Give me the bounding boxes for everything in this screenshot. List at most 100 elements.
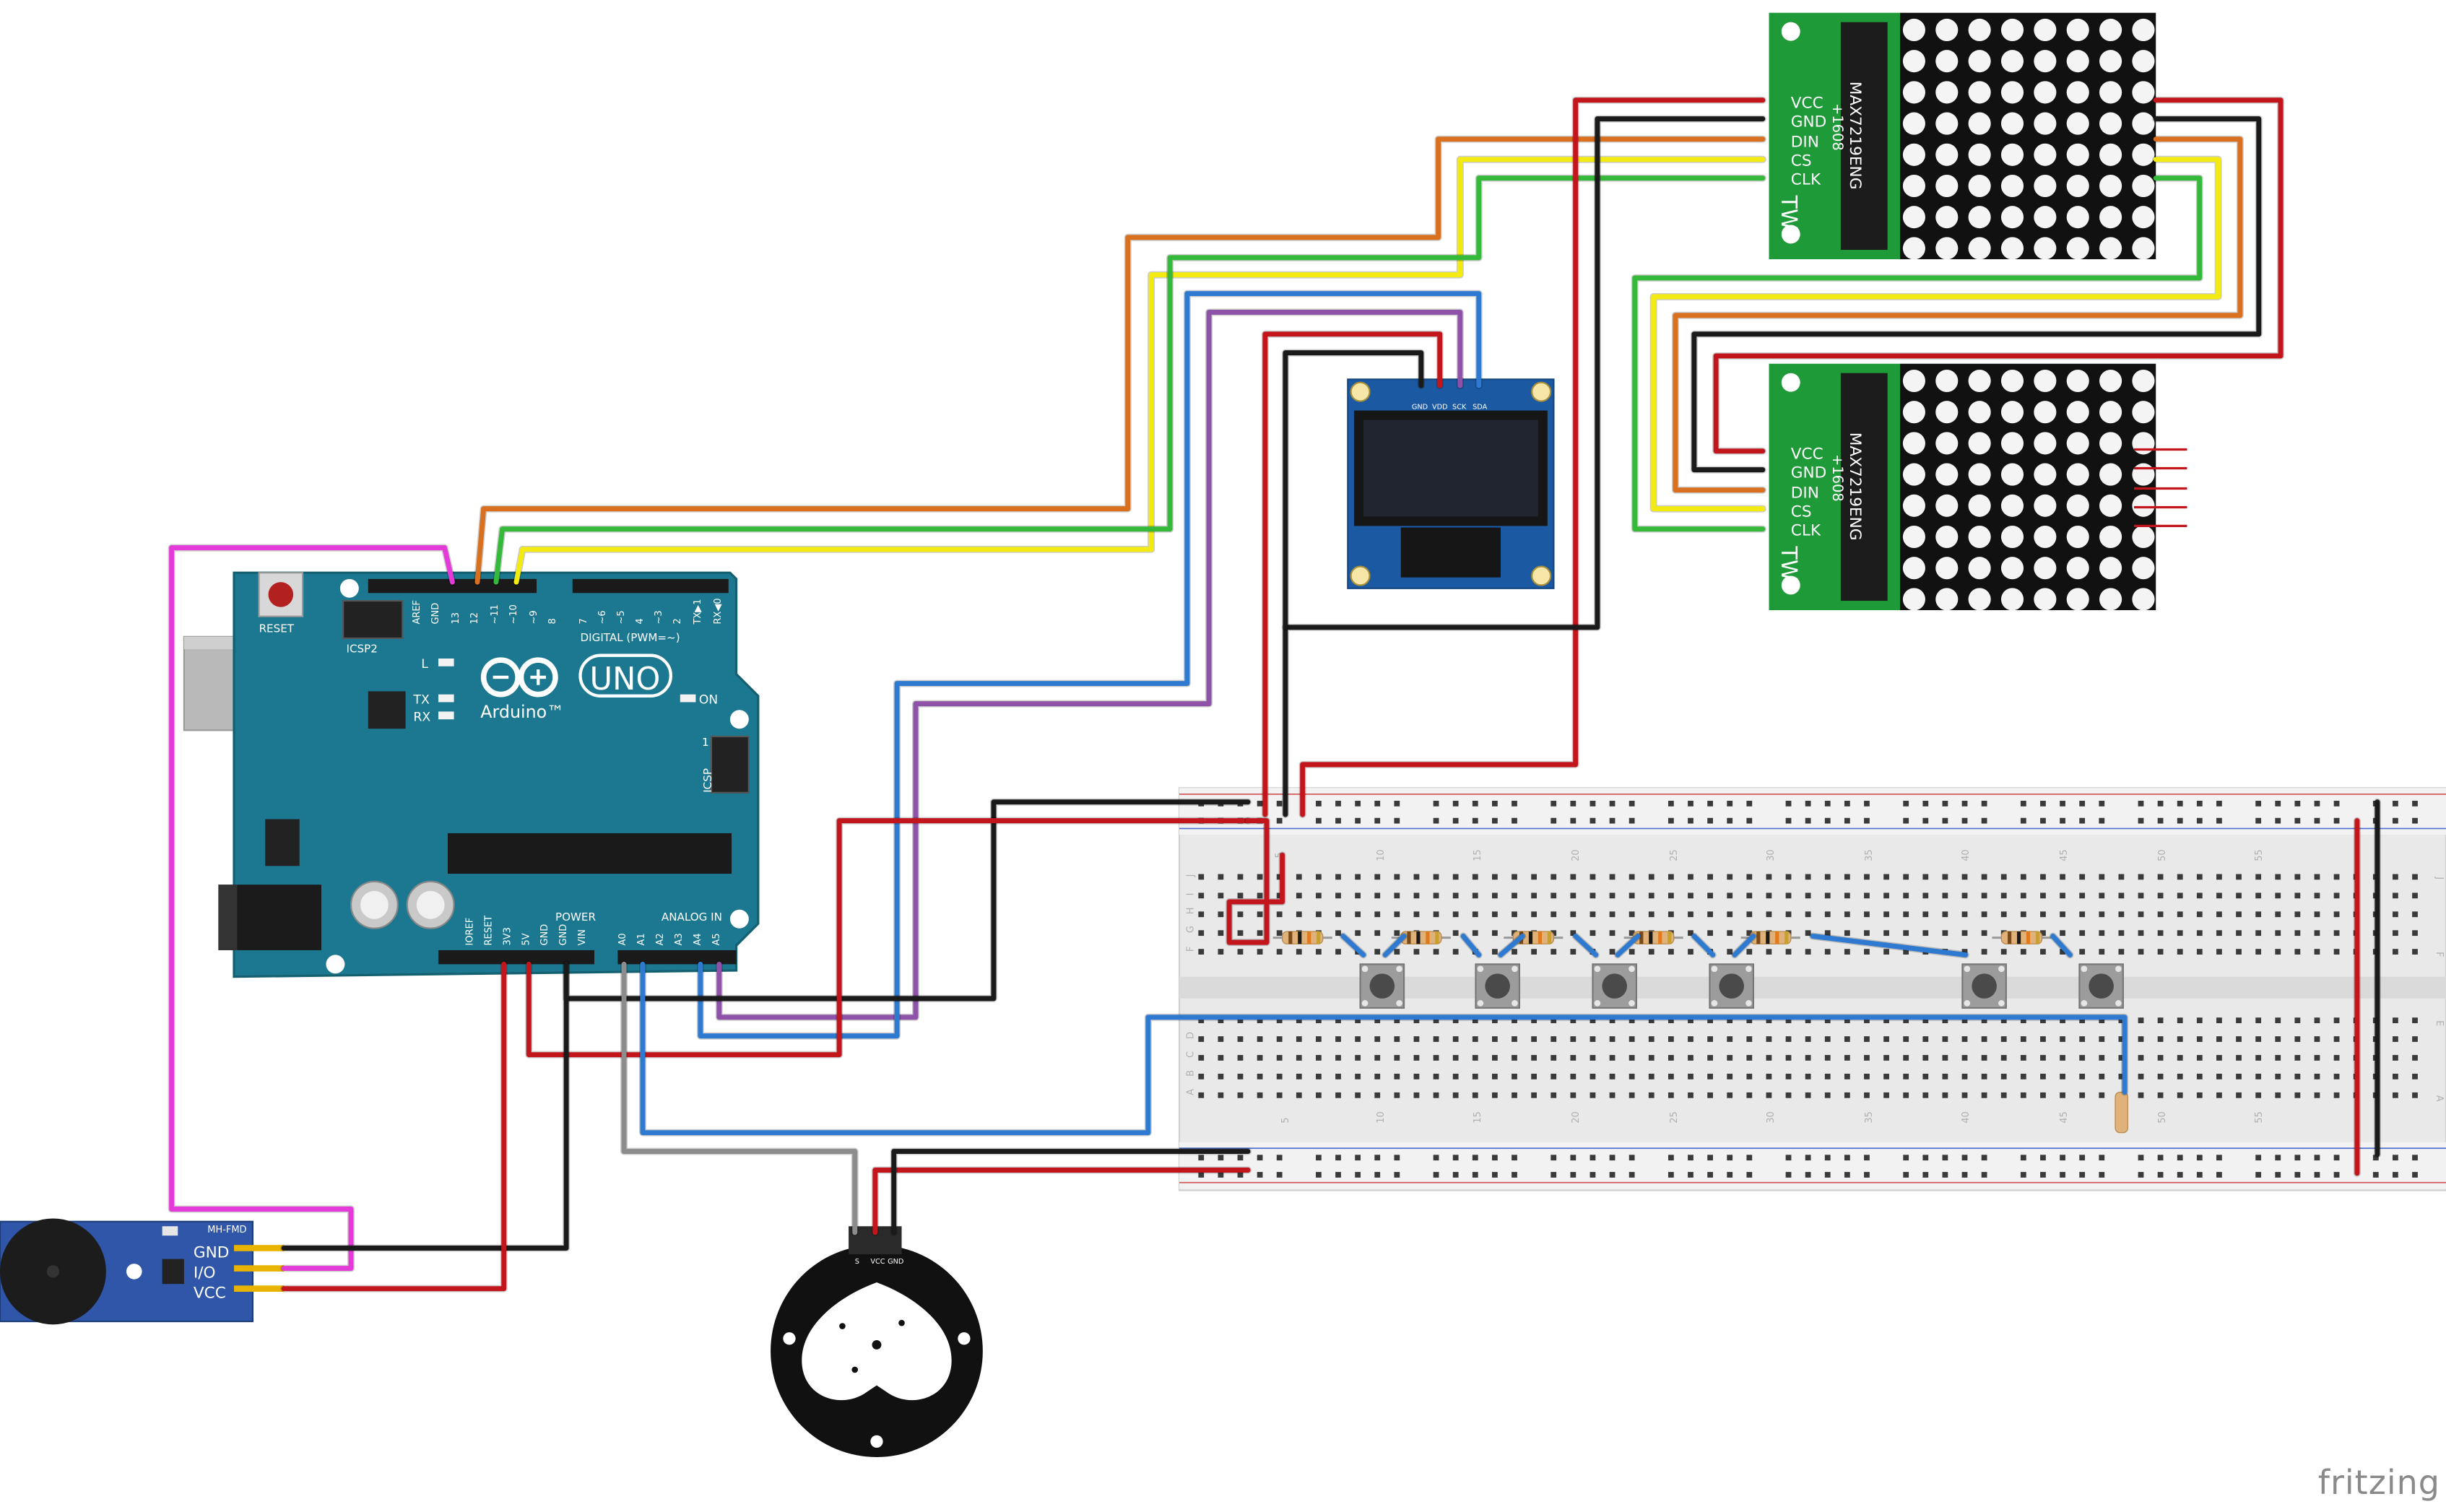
breadboard-hole [2196,1092,2203,1098]
breadboard-hole [1609,949,1616,955]
pin-label: A2 [655,933,666,945]
breadboard-hole [2333,930,2340,937]
wires [168,96,2381,1292]
breadboard-hole [1335,800,1341,807]
breadboard-hole [1961,949,1968,955]
reset-label: RESET [259,622,295,635]
analog-label: ANALOG IN [662,911,722,924]
breadboard-hole [2333,1055,2340,1061]
breadboard-hole [1492,817,1498,824]
breadboard-hole [1609,1017,1616,1024]
led-dot [2099,18,2122,42]
breadboard-hole [2020,1055,2026,1061]
breadboard-hole [1648,911,1654,918]
led-dot [2132,494,2155,517]
breadboard-hole [1237,1172,1244,1178]
breadboard-hole [1374,1017,1381,1024]
breadboard-hole [1472,800,1478,807]
breadboard-hole [1452,1055,1459,1061]
led-dot [2132,81,2155,104]
pin-label: RESET [483,916,494,946]
wire-button-jumper [1615,934,1641,957]
led-dot [1935,588,1959,611]
breadboard-hole [2412,911,2418,918]
pin-label: ~5 [616,610,627,624]
breadboard-hole [2314,874,2320,880]
pin-label: ~10 [508,604,519,624]
led-dot [1968,494,1991,517]
breadboard-hole [1433,1074,1439,1079]
reset-button[interactable] [258,572,304,617]
breadboard-hole [1551,874,1557,880]
breadboard-hole [2157,1172,2164,1178]
led-dot [2000,463,2024,486]
breadboard-hole [1727,949,1733,955]
breadboard-hole [2020,1172,2026,1178]
breadboard-hole [1903,874,1909,880]
breadboard-hole [1355,800,1361,807]
breadboard-hole [2040,1036,2046,1042]
bb-row-letter: G [1185,926,1196,933]
breadboard-hole [1237,1092,1244,1098]
breadboard-hole [1512,1092,1517,1098]
bb-row-letter: F [2434,952,2445,957]
push-button-post [1998,1000,2005,1007]
matrix-pin-label: DIN [1791,133,1819,151]
breadboard-hole [1452,817,1459,824]
breadboard-hole [1707,1092,1713,1098]
led-dot [1935,143,1959,166]
resistor-band [1667,931,1672,944]
breadboard-hole [2255,892,2262,899]
breadboard-hole [1531,1036,1537,1042]
breadboard-hole [1942,1155,1948,1161]
breadboard-hole [1472,874,1478,880]
breadboard-hole [1237,1017,1244,1024]
bb-col-number: 5 [1275,852,1285,858]
breadboard-hole [1335,1074,1341,1079]
breadboard-components [1272,931,2128,1134]
breadboard-hole [1492,1074,1498,1079]
push-button-post [1998,965,2005,973]
resistor-band [1775,931,1779,944]
breadboard-hole [1688,874,1693,880]
breadboard-hole [2157,892,2164,899]
breadboard-hole [1864,1172,1870,1178]
led-dot [2066,18,2089,42]
breadboard-hole [1805,1036,1811,1042]
bb-col-number: 20 [1571,1111,1582,1123]
bb-row-letter: J [2434,876,2445,879]
breadboard-hole [2216,1017,2222,1024]
breadboard-hole [1551,1017,1557,1024]
breadboard-hole [2177,1155,2183,1161]
breadboard-hole [1452,1172,1459,1178]
breadboard-hole [1903,892,1909,899]
breadboard-hole [1316,1074,1322,1079]
breadboard-hole [1433,874,1439,880]
breadboard-hole [2020,1017,2026,1024]
breadboard-hole [2236,949,2242,955]
breadboard-hole [2138,892,2144,899]
breadboard-hole [1218,1155,1224,1161]
breadboard-hole [2275,930,2281,937]
breadboard-hole [1629,1092,1635,1098]
breadboard-hole [2393,1155,2398,1161]
breadboard-hole [1707,1172,1713,1178]
breadboard-hole [1374,892,1381,899]
breadboard-hole [1766,911,1772,918]
breadboard-hole [2138,949,2144,955]
led-dot [2000,174,2024,198]
resistor-band [2016,931,2021,944]
breadboard-hole [1472,1155,1478,1161]
led-dot [2099,588,2122,611]
breadboard-hole [1785,1074,1792,1079]
wire-button-jumper [1340,934,1366,957]
breadboard-hole [1551,1092,1557,1098]
pin-label: ~9 [529,610,539,624]
breadboard-hole [1688,800,1693,807]
led-dot [1935,369,1959,393]
breadboard-hole [2040,874,2046,880]
breadboard-hole [2040,911,2046,918]
breadboard-hole [1198,1172,1205,1178]
led-dot [2099,494,2122,517]
breadboard-hole [1667,1172,1674,1178]
